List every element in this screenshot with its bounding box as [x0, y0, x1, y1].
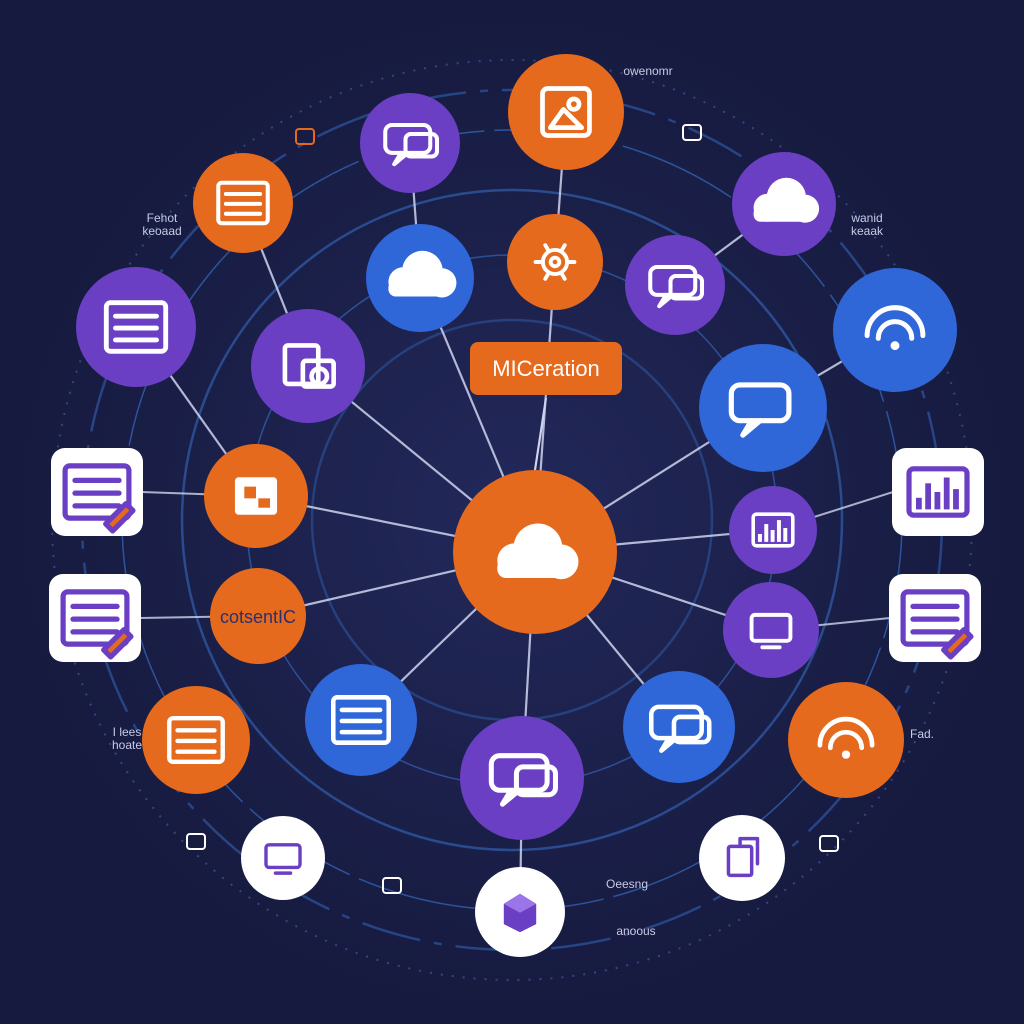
form-icon	[900, 589, 974, 660]
node-n8[interactable]	[76, 267, 196, 387]
cloud-icon	[753, 177, 820, 223]
node-n3[interactable]	[508, 54, 624, 170]
chat-bubble-icon	[649, 704, 712, 753]
card-c4[interactable]	[889, 574, 981, 662]
mini-tag-icon	[295, 128, 315, 145]
document-icon	[216, 180, 270, 226]
node-n15[interactable]	[723, 582, 819, 678]
card-c2[interactable]	[49, 574, 141, 662]
outer-label: Oeesng	[606, 877, 648, 891]
mini-tag-icon	[819, 835, 839, 852]
wifi-icon	[817, 716, 875, 759]
share-icon	[282, 343, 336, 389]
hub-node[interactable]	[453, 470, 617, 634]
node-n7[interactable]	[625, 235, 725, 335]
puzzle-icon	[234, 477, 278, 515]
node-n23[interactable]	[699, 815, 785, 901]
node-circle	[699, 815, 785, 901]
node-n10[interactable]	[251, 309, 365, 423]
node-n20[interactable]	[788, 682, 904, 798]
bar-chart-icon	[906, 466, 970, 518]
node-circle	[623, 671, 735, 783]
image-icon	[540, 86, 592, 138]
cloud-icon	[388, 250, 457, 298]
node-n1[interactable]	[193, 153, 293, 253]
node-circle	[625, 235, 725, 335]
outer-label: anoous	[616, 924, 655, 938]
document-icon	[167, 715, 225, 765]
connector-line	[533, 397, 548, 471]
node-circle	[251, 309, 365, 423]
card-c3[interactable]	[892, 448, 984, 536]
form-icon	[60, 589, 134, 660]
node-n16[interactable]	[305, 664, 417, 776]
center-label-text: MICeration	[492, 356, 600, 381]
node-circle	[460, 716, 584, 840]
cube-icon	[503, 893, 537, 933]
node-circle	[210, 568, 306, 664]
orbit-ring	[180, 188, 844, 852]
node-n2[interactable]	[360, 93, 460, 193]
monitor-icon	[749, 612, 793, 650]
support-icon	[864, 305, 926, 351]
node-n17[interactable]	[142, 686, 250, 794]
node-circle	[360, 93, 460, 193]
door-icon	[726, 836, 760, 878]
node-n19[interactable]	[623, 671, 735, 783]
tv-icon	[264, 843, 302, 875]
node-circle	[241, 816, 325, 900]
chat-bubble-icon	[383, 122, 440, 167]
node-n5[interactable]	[366, 224, 474, 332]
center-label[interactable]: MICeration	[470, 342, 622, 395]
chat-icon	[728, 382, 792, 438]
node-n18[interactable]	[460, 716, 584, 840]
node-n11[interactable]	[699, 344, 827, 472]
outer-label: Fad.	[910, 727, 934, 741]
edit-document-icon	[62, 463, 136, 534]
mini-tag-icon	[682, 124, 702, 141]
node-circle	[723, 582, 819, 678]
message-icon	[648, 264, 705, 309]
document-icon	[331, 695, 391, 745]
document-icon	[103, 300, 169, 354]
node-n21[interactable]	[241, 816, 325, 900]
chart-icon	[751, 512, 795, 548]
node-n12[interactable]	[204, 444, 308, 548]
mini-tag-icon	[186, 833, 206, 850]
node-n9[interactable]	[833, 268, 957, 392]
node-n22[interactable]	[475, 867, 565, 957]
node-n6[interactable]	[507, 214, 603, 310]
mini-tag-icon	[382, 877, 402, 894]
chat-bubble-icon	[488, 753, 558, 807]
node-circle	[788, 682, 904, 798]
node-circle	[833, 268, 957, 392]
gear-icon	[533, 243, 577, 281]
card-c1[interactable]	[51, 448, 143, 536]
center-label-box	[470, 342, 622, 395]
node-circle	[507, 214, 603, 310]
outer-label: owenomr	[623, 64, 672, 78]
node-label: cotsentIC	[220, 607, 296, 627]
node-n14[interactable]	[729, 486, 817, 574]
cloud-icon	[497, 523, 579, 580]
node-circle	[699, 344, 827, 472]
node-n4[interactable]	[732, 152, 836, 256]
node-n13[interactable]: cotsentIC	[210, 568, 306, 664]
